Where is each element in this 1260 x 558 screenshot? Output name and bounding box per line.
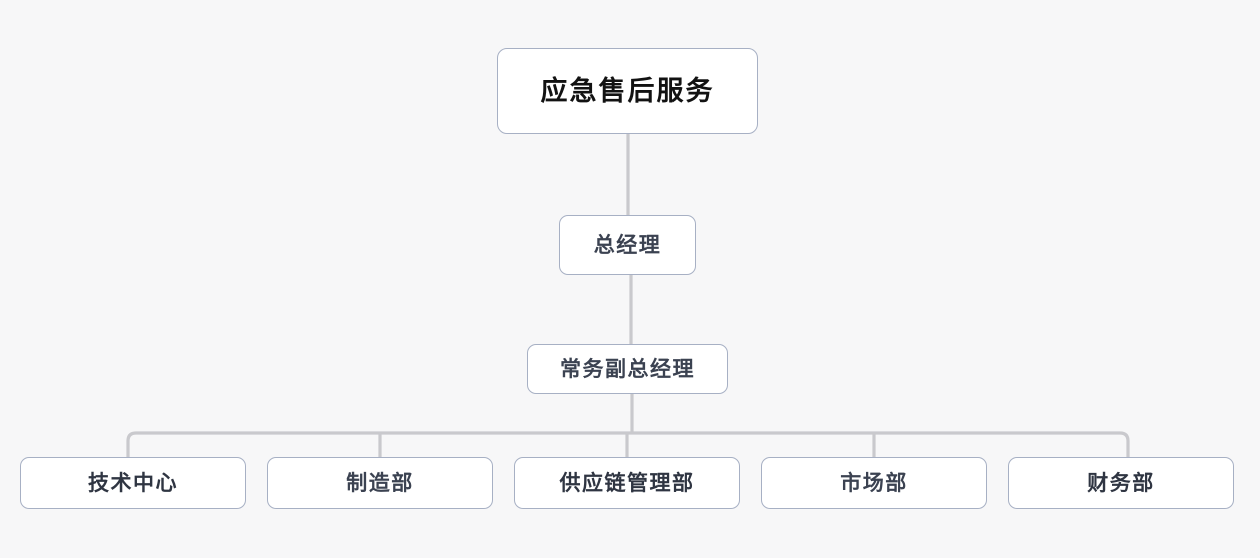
node-dept-tech-label: 技术中心 <box>88 471 178 495</box>
node-general-manager[interactable]: 总经理 <box>559 215 696 275</box>
node-dept-market[interactable]: 市场部 <box>761 457 987 509</box>
node-dept-supply[interactable]: 供应链管理部 <box>514 457 740 509</box>
node-general-manager-label: 总经理 <box>593 233 662 257</box>
node-deputy-general-manager-label: 常务副总经理 <box>560 357 695 381</box>
node-root-label: 应急售后服务 <box>540 75 715 106</box>
connector-distribution-bus <box>126 431 1130 457</box>
node-dept-manufacture[interactable]: 制造部 <box>267 457 493 509</box>
node-dept-supply-label: 供应链管理部 <box>559 471 695 495</box>
node-dept-finance-label: 财务部 <box>1087 471 1155 495</box>
node-deputy-general-manager[interactable]: 常务副总经理 <box>527 344 728 394</box>
node-dept-market-label: 市场部 <box>840 471 908 495</box>
node-dept-manufacture-label: 制造部 <box>346 471 414 495</box>
node-dept-finance[interactable]: 财务部 <box>1008 457 1234 509</box>
node-root[interactable]: 应急售后服务 <box>497 48 758 134</box>
node-dept-tech[interactable]: 技术中心 <box>20 457 246 509</box>
